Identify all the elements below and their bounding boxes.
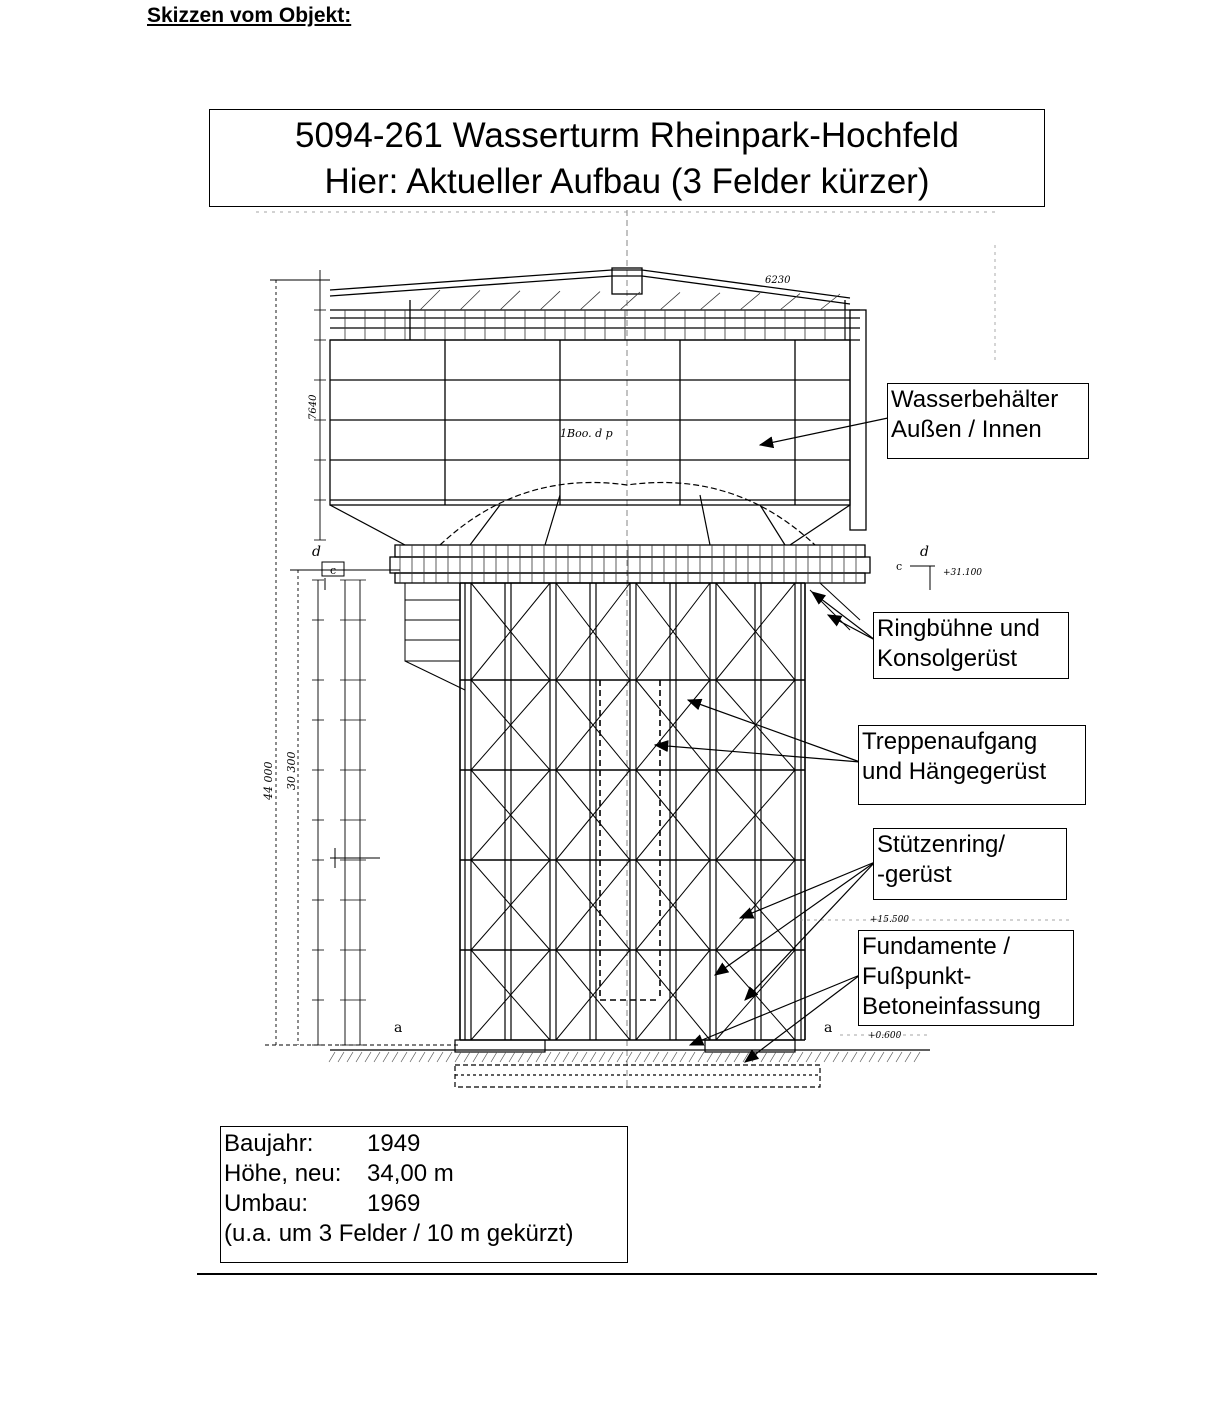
callout-stairs: Treppenaufgang und Hängegerüst (858, 725, 1086, 805)
callout-arrows (653, 417, 889, 1063)
level-lines (800, 245, 1070, 1036)
detail-markers (321, 561, 935, 868)
support-column-frame (459, 582, 806, 1041)
water-tank-shell (329, 309, 867, 531)
dimension-chain-left (265, 270, 460, 1046)
info-value: 34,00 m (367, 1160, 454, 1187)
callout-columns-line2: -gerüst (877, 861, 952, 888)
callout-tank-line2: Außen / Innen (891, 416, 1042, 443)
dimension-roof: 6230 (765, 275, 791, 286)
foundation (330, 1039, 930, 1088)
dimension-sub-height: 30 300 (285, 752, 298, 791)
tank-annotation: 1Boo. d p (560, 427, 613, 440)
callout-foundation-line2: Fußpunkt- (862, 963, 972, 990)
dimension-tank-height: 7640 (308, 394, 319, 420)
level-mid: +15.500 (870, 915, 909, 925)
info-row-height: Höhe, neu: 34,00 m (224, 1159, 624, 1189)
callout-foundation-line1: Fundamente / (862, 933, 1011, 960)
info-key: Umbau: (224, 1190, 309, 1217)
level-ground: +0.600 (868, 1031, 902, 1041)
info-key: Baujahr: (224, 1130, 314, 1157)
callout-stairs-line1: Treppenaufgang (862, 728, 1038, 755)
info-box: Baujahr: 1949 Höhe, neu: 34,00 m Umbau: 196… (220, 1126, 628, 1263)
callout-foundation: Fundamente / Fußpunkt- Betoneinfassung (858, 930, 1074, 1026)
drawing-title-line2: Hier: Aktueller Aufbau (3 Felder kürzer) (324, 162, 930, 201)
level-ring: +31.100 (943, 568, 982, 578)
dimension-overall-height: 44 000 (262, 762, 275, 802)
section-mark-left: a (394, 1020, 402, 1036)
tank-bottom-cone (329, 482, 851, 546)
detail-mark-c-right: c (896, 560, 902, 573)
dimension-ticks (312, 279, 366, 1046)
callout-columns-line1: Stützenring/ (877, 831, 1006, 858)
detail-mark-d-right: d (920, 544, 929, 560)
detail-mark-d-left: d (312, 544, 321, 560)
callout-tank-line1: Wasserbehälter (891, 386, 1059, 413)
callout-ring-platform: Ringbühne und Konsolgerüst (873, 612, 1069, 679)
section-mark-right: a (824, 1020, 832, 1036)
bottom-rule (197, 1273, 1097, 1275)
drawing-title-line1: 5094-261 Wasserturm Rheinpark-Hochfeld (294, 116, 959, 155)
page-heading: Skizzen vom Objekt: (147, 4, 352, 27)
roof-truss (344, 289, 846, 340)
callout-ring-line2: Konsolgerüst (877, 645, 1018, 672)
detail-mark-c-left: c (330, 564, 336, 577)
callout-foundation-line3: Betoneinfassung (862, 993, 1041, 1020)
info-note: (u.a. um 3 Felder / 10 m gekürzt) (224, 1220, 574, 1247)
ground-hatching (328, 1051, 921, 1063)
ring-platform (389, 544, 871, 584)
info-row-conversion: Umbau: 1969 (224, 1189, 624, 1219)
callout-ring-line1: Ringbühne und (877, 615, 1040, 642)
info-row-year: Baujahr: 1949 (224, 1129, 624, 1159)
info-key: Höhe, neu: (224, 1160, 342, 1187)
ring-railing (399, 545, 857, 583)
console-scaffold (404, 582, 861, 691)
callout-column-ring: Stützenring/ -gerüst (873, 828, 1067, 900)
callout-stairs-line2: und Hängegerüst (862, 758, 1047, 785)
callout-water-tank: Wasserbehälter Außen / Innen (887, 383, 1089, 459)
stair-hanging-scaffold (599, 680, 661, 1001)
info-value: 1949 (367, 1130, 421, 1157)
info-value: 1969 (367, 1190, 421, 1217)
drawing-title-box: 5094-261 Wasserturm Rheinpark-Hochfeld H… (209, 109, 1045, 207)
